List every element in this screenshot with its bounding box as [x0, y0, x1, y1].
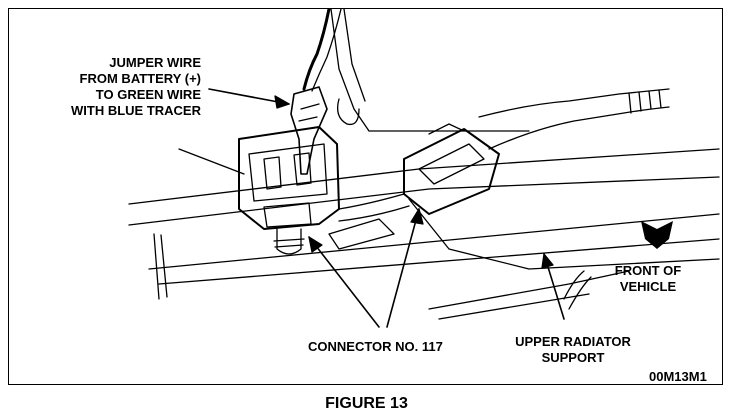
support-arrowhead: [541, 253, 554, 269]
lower-panel-line-2: [438, 293, 590, 320]
connector-label: CONNECTOR NO. 117: [308, 339, 443, 354]
support-label-line: UPPER RADIATOR: [515, 334, 631, 349]
left-rib-2: [160, 234, 168, 298]
lead-wire-2: [338, 205, 410, 222]
support-beam-lower: [148, 213, 720, 270]
upper-panel-inner: [343, 9, 366, 102]
figure-code: 00M13M1: [649, 369, 707, 384]
support-curl: [563, 270, 585, 300]
mount-stud-ribs: [273, 238, 305, 248]
right-connector: [403, 128, 500, 215]
left-leader-line: [178, 148, 245, 175]
left-connector-lock: [263, 202, 312, 228]
jumper-label-line: FROM BATTERY (+): [79, 71, 201, 86]
wire-clip: [328, 218, 395, 250]
connector-illustration: [128, 9, 720, 328]
harness-ribs: [628, 89, 662, 114]
bracket: [336, 98, 360, 126]
right-connector-latch: [428, 123, 465, 135]
upper-radiator-support-label: UPPER RADIATOR SUPPORT: [503, 334, 643, 366]
right-connector-face: [418, 143, 485, 185]
upper-panel-line: [330, 9, 530, 132]
connector-arrowhead-left: [308, 236, 323, 253]
left-rib: [153, 233, 160, 300]
harness-bottom: [488, 106, 670, 150]
support-beam-top: [128, 148, 720, 205]
front-arrow-icon: [641, 221, 673, 249]
lead-wire-1: [338, 193, 405, 210]
support-beam-mid: [128, 176, 720, 226]
support-contour: [408, 198, 720, 270]
connector-terminals: [263, 152, 312, 190]
figure-caption: FIGURE 13: [325, 395, 408, 412]
alligator-clip-teeth: [298, 103, 320, 122]
connector-arrowhead-right: [410, 208, 424, 225]
lower-panel-line: [428, 270, 630, 310]
support-label-line: SUPPORT: [541, 350, 605, 365]
figure-frame: JUMPER WIRE FROM BATTERY (+) TO GREEN WI…: [8, 8, 723, 385]
support-curl-2: [568, 276, 592, 310]
connector-leader-right: [386, 208, 420, 328]
jumper-label-line: JUMPER WIRE: [109, 55, 201, 70]
jumper-wire-label: JUMPER WIRE FROM BATTERY (+) TO GREEN WI…: [51, 55, 201, 119]
jumper-label-line: WITH BLUE TRACER: [71, 103, 201, 118]
front-of-vehicle-label: FRONT OF VEHICLE: [603, 263, 693, 295]
left-connector-face: [248, 143, 328, 202]
jumper-cable-edge: [311, 9, 342, 92]
alligator-clip: [290, 86, 328, 175]
harness-top: [478, 88, 670, 118]
front-label-line: FRONT OF: [614, 263, 682, 278]
support-beam-bottom: [158, 238, 720, 285]
front-label-line: VEHICLE: [619, 279, 677, 294]
connector-leader-left: [308, 236, 380, 328]
jumper-label-line: TO GREEN WIRE: [95, 87, 201, 102]
left-connector-body: [238, 126, 340, 230]
jumper-cable: [302, 9, 331, 91]
mount-stud: [276, 228, 302, 255]
jumper-arrowhead: [274, 95, 290, 109]
